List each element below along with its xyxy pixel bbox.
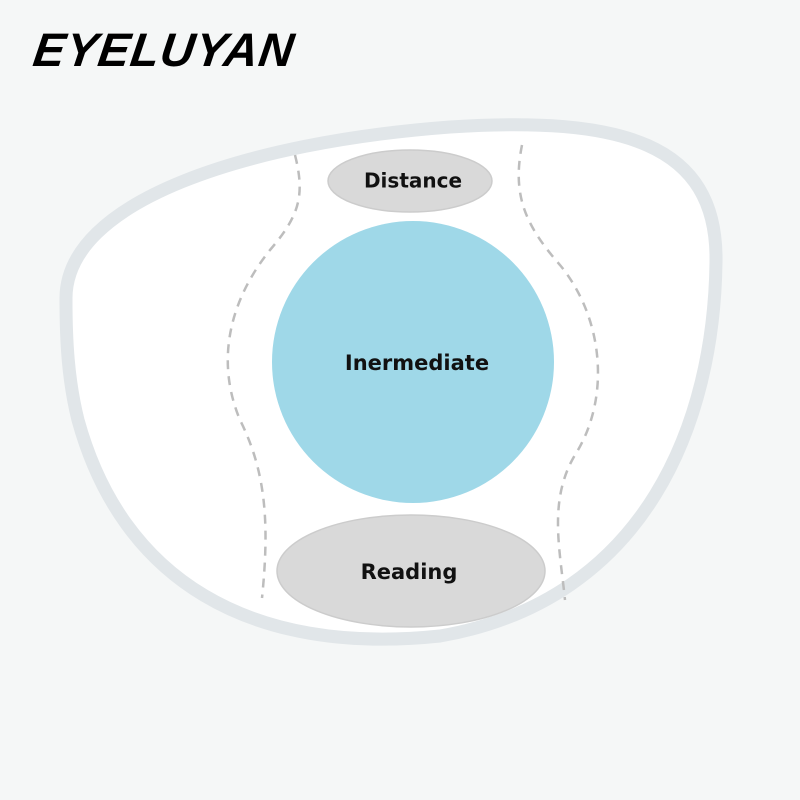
intermediate-label: Inermediate: [345, 351, 489, 375]
intermediate-zone: [272, 221, 554, 503]
distance-zone: [327, 149, 493, 213]
left-boundary-dashed-line: [226, 154, 301, 599]
reading-label: Reading: [361, 560, 458, 584]
reading-zone: [276, 514, 546, 628]
distance-label: Distance: [364, 169, 462, 193]
right-boundary-dashed-line: [517, 144, 600, 601]
